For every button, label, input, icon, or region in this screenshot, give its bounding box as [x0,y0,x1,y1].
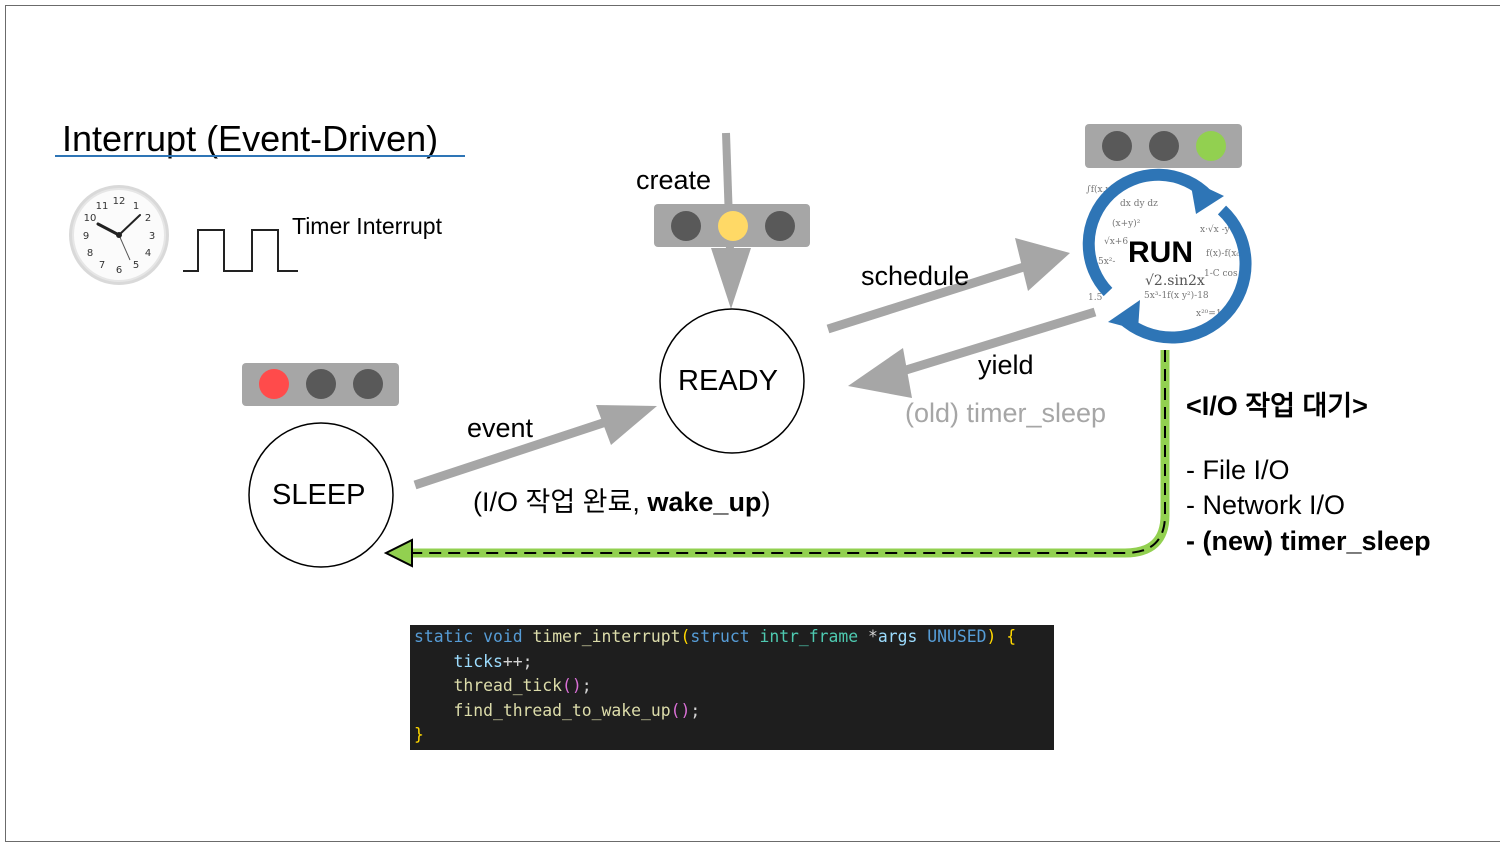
square-wave-icon [183,229,298,272]
sleep-state-circle [248,422,394,568]
sleep-state-label: SLEEP [272,479,366,511]
io-wait-title: <I/O 작업 대기> [1186,391,1368,421]
ready-traffic-light [654,204,810,247]
io-item-file: - File I/O [1186,455,1290,485]
io-item-network: - Network I/O [1186,490,1346,520]
svg-text:12: 12 [113,196,126,207]
old-timer-sleep-label: (old) timer_sleep [905,398,1107,428]
io-item-new-timer-sleep: - (new) timer_sleep [1186,526,1431,556]
event-detail-suffix: ) [761,487,771,517]
yield-label: yield [978,350,1034,380]
ready-state-circle [659,308,805,454]
yield-arrow [848,307,1097,398]
timer-interrupt-label: Timer Interrupt [292,213,442,239]
code-block: static void timer_interrupt(struct intr_… [410,625,1054,750]
svg-text:1: 1 [133,201,139,212]
svg-text:x²⁰=1: x²⁰=1 [1196,309,1222,319]
event-detail-label: (I/O 작업 완료, wake_up) [473,480,770,519]
svg-text:10: 10 [84,213,97,224]
code-line-5: } [414,725,424,745]
run-state-label: RUN [1128,236,1193,269]
math-formulas-icon: ∫f(x,y,z) dx dy dz (x+y)² √x+6 5x²- x·√x… [1086,184,1244,319]
svg-text:8: 8 [87,248,93,259]
svg-text:√x+6: √x+6 [1104,236,1128,247]
svg-text:2: 2 [145,213,151,224]
svg-text:5x²-: 5x²- [1098,257,1115,267]
page-title: Interrupt (Event-Driven) [62,118,439,159]
code-line-2: ticks++; [453,651,533,671]
ready-state-label: READY [678,365,778,397]
svg-text:1.5: 1.5 [1088,293,1103,303]
event-arrow [413,405,657,490]
slide-frame [5,5,1500,842]
schedule-arrow [826,238,1070,334]
svg-text:1-C cos: 1-C cos [1204,269,1238,279]
svg-text:x·√x -y: x·√x -y [1200,224,1231,235]
wake-up-label: wake_up [647,487,762,517]
svg-text:√2.sin2x: √2.sin2x [1145,273,1205,289]
svg-text:dx dy dz: dx dy dz [1120,199,1158,209]
svg-text:5: 5 [133,260,139,271]
sleep-traffic-light [242,363,399,406]
run-traffic-light [1085,124,1242,168]
clock-icon: 12 3 6 9 1 2 4 5 7 8 10 11 [69,185,169,285]
svg-text:∫f(x,y,z): ∫f(x,y,z) [1086,184,1120,195]
event-detail-prefix: (I/O 작업 완료, [473,487,648,517]
svg-text:f(x)-f(x₀): f(x)-f(x₀) [1206,248,1244,259]
svg-text:6: 6 [116,265,122,276]
title-underline [55,155,465,157]
svg-text:7: 7 [99,260,105,271]
code-line-1: static void timer_interrupt(struct intr_… [414,627,1017,646]
svg-text:4: 4 [145,248,151,259]
code-line-3: thread_tick(); [453,676,592,696]
cycle-arrows-icon [1082,168,1252,344]
svg-text:3: 3 [149,231,155,242]
create-label: create [636,165,712,195]
code-line-4: find_thread_to_wake_up(); [453,700,701,720]
io-wait-arrow [383,350,1170,568]
svg-text:9: 9 [83,231,89,242]
svg-text:(x+y)²: (x+y)² [1112,218,1141,229]
svg-text:5x³-1f(x y²)-18: 5x³-1f(x y²)-18 [1144,290,1209,301]
svg-text:11: 11 [96,201,109,212]
event-label: event [467,413,534,443]
schedule-label: schedule [861,261,970,291]
